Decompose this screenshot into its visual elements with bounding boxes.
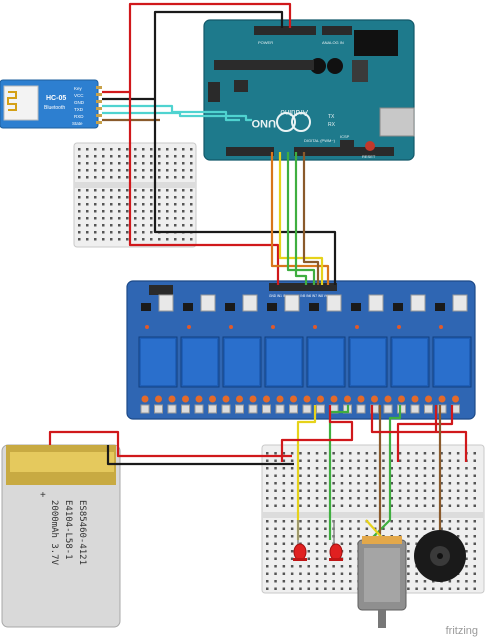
relay-terminal-20: [397, 395, 406, 414]
hc05-pin-state: State: [72, 121, 83, 126]
battery-line-3: 2000mAh 3.7V: [49, 500, 59, 566]
hc05-pin-vcc: VCC: [74, 93, 84, 98]
relay-terminal-17: [356, 395, 366, 414]
wire-signal-green-1: [286, 152, 316, 285]
wire-signal-brown: [302, 152, 320, 285]
dc-motor: [357, 536, 407, 628]
relay-channel-3: [222, 294, 262, 388]
wire-bt-txd: [102, 104, 240, 122]
wires: [48, 2, 468, 541]
relay-terminal-10: [262, 395, 271, 414]
hc05-model-label: HC-05: [46, 95, 66, 102]
relay-channel-5: [306, 294, 346, 388]
relay-terminal-18: [370, 395, 379, 414]
relay-channel-8: [432, 294, 472, 388]
wire-signal-orange: [270, 152, 330, 285]
relay-terminal-9: [248, 395, 258, 414]
arduino-power-label: POWER: [258, 40, 273, 45]
arduino-analog-label: ANALOG IN: [322, 40, 344, 45]
battery-line-1: ES85460-4121: [77, 500, 87, 565]
wire-bt-rxd: [102, 111, 252, 122]
relay-terminal-13: [302, 395, 312, 414]
small-breadboard: [73, 142, 197, 248]
relay-terminal-1: [140, 395, 150, 414]
relay-channel-2: [180, 294, 220, 388]
hc05-bluetooth-module: HC-05 Bluetooth Key VCC GND TXD RXD Stat…: [0, 79, 102, 129]
led-red-1: [293, 520, 307, 561]
relay-terminal-23: [437, 395, 447, 414]
hc05-subtitle-label: Bluetooth: [44, 105, 65, 111]
relay-terminal-6: [208, 395, 217, 414]
relay-terminal-5: [194, 395, 204, 414]
relay-channel-6: [348, 294, 388, 388]
wire-relay-red-1: [370, 405, 468, 462]
wire-bb-black-left: [153, 99, 337, 285]
relay-header-label: GND IN1 IN2 IN3 IN4 IN5 IN6 IN7 IN8 VCC: [269, 294, 331, 298]
lipo-battery: + ES85460-4121 E4104-L58-1 2000mAh 3.7V: [1, 444, 121, 628]
hc05-pin-key: Key: [74, 86, 83, 91]
relay-terminal-7: [221, 395, 231, 414]
wire-relay-red-3: [396, 405, 454, 462]
wire-battery-black: [106, 445, 294, 466]
arduino-icsp-label: ICSP: [340, 134, 350, 139]
relay-terminal-2: [154, 395, 163, 414]
relay-terminal-22: [424, 395, 433, 414]
relay-terminal-11: [275, 395, 285, 414]
battery-plus-sign: +: [40, 490, 46, 501]
arduino-model-label: UNO: [251, 117, 276, 129]
arduino-digital-label: DIGITAL (PWM~): [304, 138, 336, 143]
arduino-rx-label: RX: [328, 122, 336, 128]
relay-channel-7: [390, 294, 430, 388]
arduino-uno-board: Arduino UNO TX RX POWER ANALOG IN DIGITA…: [203, 19, 415, 161]
relay-board: GND IN1 IN2 IN3 IN4 IN5 IN6 IN7 IN8 VCC: [126, 280, 476, 420]
hc05-pin-txd: TXD: [74, 107, 84, 112]
wire-relay-green: [328, 405, 350, 540]
hc05-pin-gnd: GND: [74, 100, 85, 105]
led-red-2: [329, 520, 343, 561]
buzzer: [414, 530, 466, 582]
arduino-brand-label: Arduino: [280, 108, 308, 117]
relay-terminal-12: [289, 395, 298, 414]
relay-terminal-21: [410, 395, 420, 414]
wire-signal-yellow: [278, 152, 324, 285]
wire-signal-green-2: [294, 152, 308, 285]
wire-bt-gnd: [102, 10, 284, 101]
relay-terminal-4: [181, 395, 190, 414]
battery-line-2: E4104-L58-1: [63, 500, 73, 560]
relay-terminal-14: [316, 395, 325, 414]
relay-channel-1: [138, 294, 178, 388]
arduino-reset-label: RESET: [362, 154, 376, 159]
wire-relay-green-2: [369, 405, 402, 541]
wire-relay-yellow: [296, 405, 317, 540]
arduino-tx-label: TX: [328, 114, 335, 120]
relay-channel-4: [264, 294, 304, 388]
wire-battery-red: [48, 430, 292, 458]
relay-terminal-8: [235, 395, 244, 414]
relay-terminal-19: [383, 395, 393, 414]
hc05-pin-rxd: RXD: [74, 114, 84, 119]
relay-terminal-3: [167, 395, 177, 414]
wire-relay-red-4: [280, 405, 354, 462]
wire-bt-vcc: [102, 2, 292, 94]
fritzing-watermark: fritzing: [446, 625, 478, 637]
hc05-pin-labels: Key VCC GND TXD RXD State: [72, 86, 85, 126]
